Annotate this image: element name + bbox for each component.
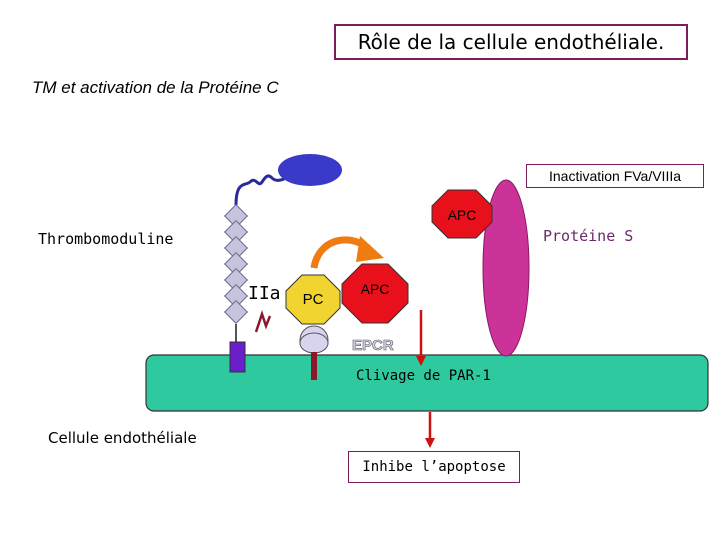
tm-domain <box>223 267 249 293</box>
thrombin-blob <box>278 154 342 186</box>
endothelial-cell-membrane <box>145 354 709 412</box>
tm-domain <box>223 299 249 325</box>
apoptosis-box: Inhibe l’apoptose <box>348 451 520 483</box>
apc-bottom-label: APC <box>361 281 390 297</box>
epcr-receptor <box>299 325 329 380</box>
apoptosis-label: Inhibe l’apoptose <box>362 459 506 475</box>
tm-domain <box>223 203 249 229</box>
tm-domain <box>223 251 249 277</box>
proteine-s-label: Protéine S <box>543 227 634 245</box>
inactivation-label: Inactivation FVa/VIIIa <box>548 168 682 184</box>
tm-domain <box>223 283 249 309</box>
proteine-s-shape <box>482 179 530 357</box>
tm-domain <box>223 235 249 261</box>
apoptosis-arrow-head <box>425 438 435 448</box>
clivage-label: Clivage de PAR-1 <box>356 368 491 384</box>
apc-octagon-bottom <box>341 263 409 324</box>
iia-wave-icon <box>254 310 272 333</box>
slide-subtitle: TM et activation de la Protéine C <box>32 78 279 97</box>
epcr-label: EPCR <box>352 337 394 354</box>
thrombomoduline-label: Thrombomoduline <box>38 230 174 248</box>
pc-label: PC <box>303 291 324 308</box>
epcr-stalk <box>311 352 317 380</box>
thrombomoduline-chain <box>223 203 249 373</box>
cell-label: Cellule endothéliale <box>48 429 197 447</box>
tm-domain <box>223 219 249 245</box>
par1-arrow-head <box>416 356 426 366</box>
slide-title-text: Rôle de la cellule endothéliale. <box>357 30 665 54</box>
slide-title: Rôle de la cellule endothéliale. <box>334 24 688 60</box>
inactivation-box: Inactivation FVa/VIIIa <box>526 164 704 188</box>
pc-octagon <box>285 274 341 325</box>
apc-top-label: APC <box>448 207 477 223</box>
tm-anchor <box>229 341 246 373</box>
apc-octagon-top <box>431 189 493 239</box>
thrombin-tether <box>234 174 287 206</box>
epcr-receptor-body <box>299 332 329 354</box>
activation-arrow-head <box>356 236 384 262</box>
iia-label: IIa <box>248 283 281 304</box>
